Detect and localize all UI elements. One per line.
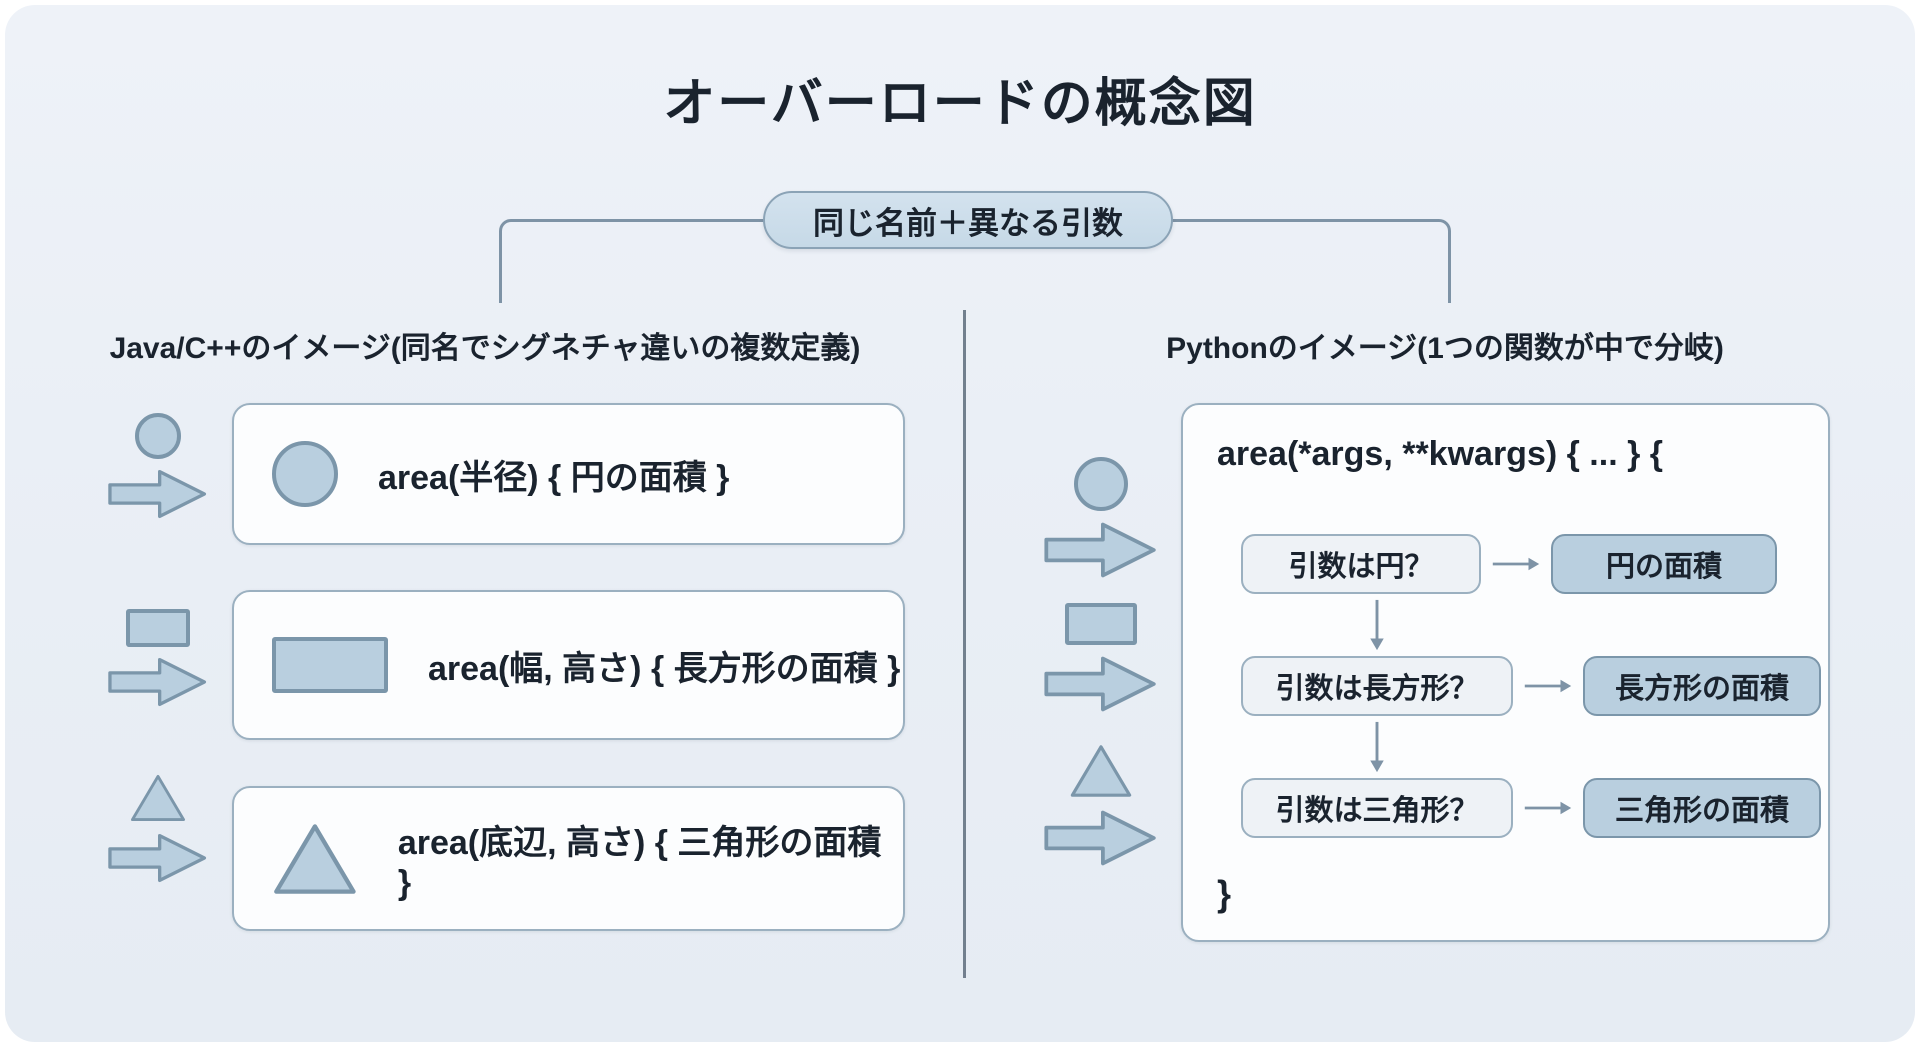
branch-row-circle: 引数は円？ 円の面積: [1241, 533, 1777, 595]
triangle-icon: [130, 774, 185, 822]
circle-icon: [272, 441, 338, 507]
branch-row-triangle: 引数は三角形？ 三角形の面積: [1241, 777, 1821, 839]
connector-line-left: [499, 219, 765, 303]
python-function-box: area(*args, **kwargs) { ... } { 引数は円？ 円の…: [1181, 403, 1830, 942]
flow-arrow-down-icon: [1370, 721, 1384, 773]
rectangle-icon: [272, 637, 388, 693]
branch-row-rectangle: 引数は長方形？ 長方形の面積: [1241, 655, 1821, 717]
overload-card-triangle: area(底辺, 高さ) { 三角形の面積 }: [232, 786, 905, 931]
condition-pill-circle: 引数は円？: [1241, 534, 1481, 594]
overload-card-circle: area(半径) { 円の面積 }: [232, 403, 905, 545]
input-marker-rectangle: [1018, 603, 1183, 717]
arrow-right-icon: [1043, 810, 1156, 866]
signature-rectangle: area(幅, 高さ) { 長方形の面積 }: [428, 649, 901, 688]
arrow-right-icon: [1043, 656, 1156, 712]
function-signature: area(*args, **kwargs) { ... } {: [1217, 435, 1664, 473]
concept-badge: 同じ名前＋異なる引数: [763, 191, 1173, 249]
condition-pill-rectangle: 引数は長方形？: [1241, 656, 1513, 716]
result-pill-triangle: 三角形の面積: [1583, 778, 1821, 838]
flow-arrow-right-icon: [1524, 679, 1572, 693]
triangle-icon: [274, 823, 356, 894]
circle-icon: [1073, 457, 1128, 511]
flow-arrow-right-icon: [1492, 557, 1540, 571]
arrow-right-icon: [107, 657, 206, 707]
vertical-divider: [963, 310, 966, 978]
rectangle-icon: [125, 609, 190, 647]
rectangle-icon: [1064, 603, 1137, 645]
input-marker-circle: [90, 413, 225, 523]
condition-pill-triangle: 引数は三角形？: [1241, 778, 1513, 838]
input-marker-triangle: [90, 773, 225, 887]
flow-arrow-right-icon: [1524, 801, 1572, 815]
triangle-icon: [1070, 745, 1131, 797]
arrow-right-icon: [1043, 522, 1156, 578]
closing-brace: }: [1217, 873, 1232, 914]
java-section-heading: Java/C++のイメージ(同名でシグネチャ違いの複数定義): [109, 332, 861, 365]
result-pill-rectangle: 長方形の面積: [1583, 656, 1821, 716]
signature-circle: area(半径) { 円の面積 }: [378, 458, 730, 497]
input-marker-triangle: [1018, 743, 1183, 871]
connector-line-right: [1171, 219, 1451, 303]
signature-triangle: area(底辺, 高さ) { 三角形の面積 }: [397, 823, 882, 902]
result-pill-circle: 円の面積: [1551, 534, 1777, 594]
arrow-right-icon: [107, 833, 206, 883]
circle-icon: [134, 413, 181, 459]
arrow-right-icon: [107, 469, 206, 519]
flow-arrow-down-icon: [1370, 599, 1384, 651]
python-section-heading: Pythonのイメージ(1つの関数が中で分岐): [1166, 332, 1724, 365]
page-title: オーバーロードの概念図: [663, 75, 1257, 133]
overload-card-rectangle: area(幅, 高さ) { 長方形の面積 }: [232, 590, 905, 740]
input-marker-circle: [1018, 457, 1183, 583]
input-marker-rectangle: [90, 609, 225, 711]
diagram-panel: オーバーロードの概念図 同じ名前＋異なる引数 Java/C++のイメージ(同名で…: [5, 5, 1915, 1042]
